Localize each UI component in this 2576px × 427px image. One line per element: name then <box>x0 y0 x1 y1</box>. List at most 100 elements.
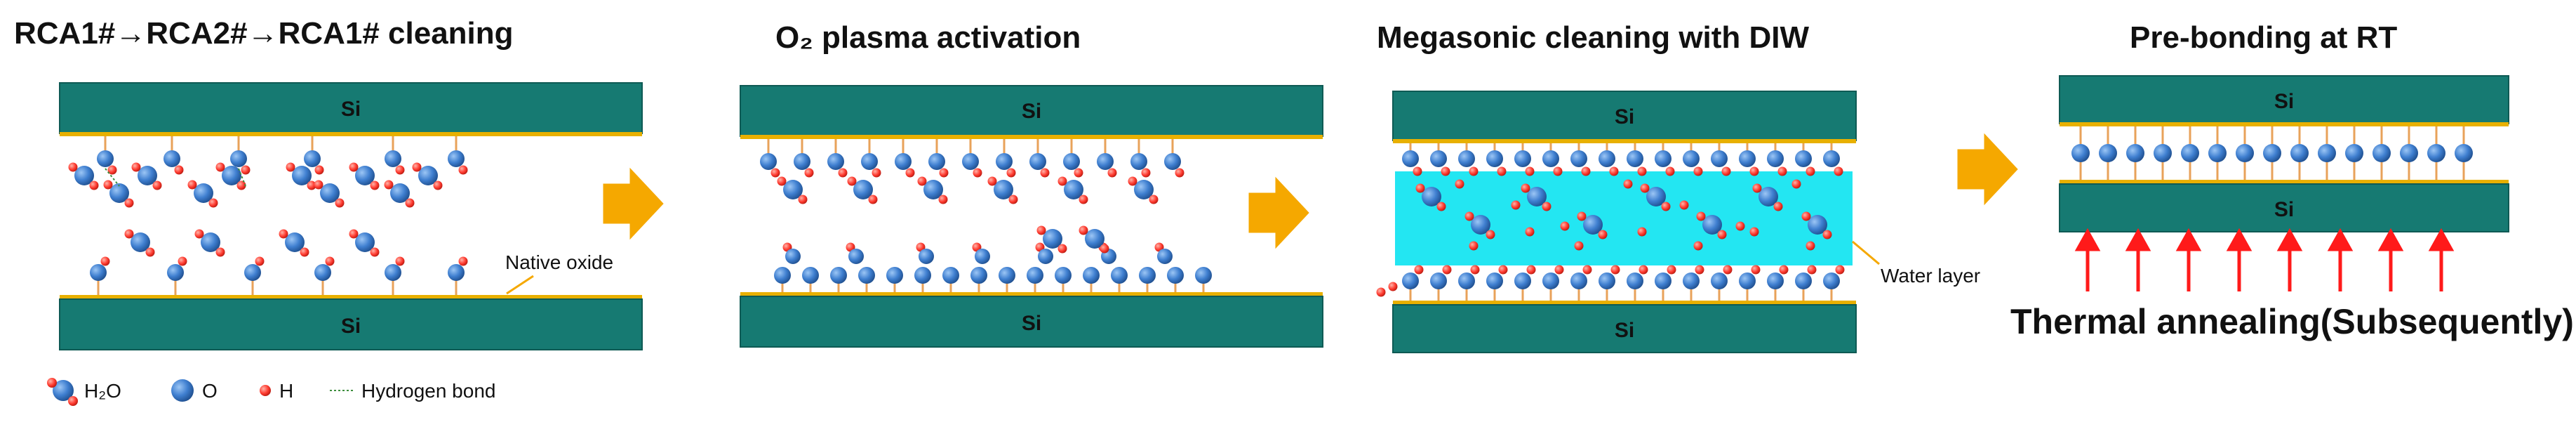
oxygen-atom <box>1823 150 1840 167</box>
oxygen-atom <box>355 166 375 185</box>
hydrogen-atom <box>1679 200 1689 210</box>
hydrogen-atom <box>1079 225 1088 235</box>
oxygen-atom <box>1542 150 1559 167</box>
oxygen-atom <box>1055 267 1072 284</box>
hydrogen-atom <box>208 198 218 208</box>
hydrogen-atom <box>1574 241 1584 251</box>
hydrogen-atom <box>1525 227 1535 237</box>
hydrogen-atom <box>798 195 808 204</box>
hydrogen-atom <box>838 168 848 178</box>
hydrogen-atom <box>905 168 915 178</box>
step-title-o2-plasma: O₂ plasma activation <box>775 20 1081 55</box>
si-label: Si <box>1615 319 1634 342</box>
hydrogen-atom <box>458 165 468 175</box>
oxygen-atom <box>2236 144 2254 162</box>
si-label: Si <box>2274 90 2294 113</box>
hydrogen-atom <box>1749 227 1759 237</box>
oxygen-atom <box>1711 272 1728 289</box>
hydrogen-atom <box>236 180 246 190</box>
hydrogen-atom <box>1441 166 1450 176</box>
hydrogen-atom <box>1717 230 1727 239</box>
hydrogen-atom <box>777 176 787 186</box>
oxygen-atom <box>355 232 375 252</box>
hydrogen-atom <box>1693 166 1703 176</box>
oxygen-atom <box>244 264 261 281</box>
oxygen-atom <box>994 180 1013 199</box>
oxygen-atom <box>1157 249 1173 264</box>
oxygen-atom <box>1486 272 1503 289</box>
legend-h-label: H <box>279 380 293 402</box>
process-arrow-1 <box>603 167 664 240</box>
hydrogen-atom <box>145 247 155 257</box>
hydrogen-atom <box>124 229 134 239</box>
hydrogen-atom <box>1486 230 1495 239</box>
oxygen-atom <box>418 166 438 185</box>
hydrogen-atom <box>1464 211 1474 221</box>
hydrogen-bond <box>105 168 120 187</box>
hydrogen-atom <box>174 165 184 175</box>
oxygen-atom <box>2154 144 2172 162</box>
oxygen-atom <box>1064 180 1083 199</box>
hydrogen-atom <box>1470 265 1480 275</box>
oxygen-atom <box>942 267 959 284</box>
hydrogen-atom <box>1640 183 1650 193</box>
oxygen-atom <box>1759 187 1778 206</box>
hydrogen-atom <box>131 162 141 172</box>
molecule-layer <box>68 126 2473 301</box>
oxygen-atom <box>1471 215 1490 235</box>
thermal-annealing-arrows <box>2074 228 2455 291</box>
oxygen-atom <box>320 183 340 203</box>
legend-h2o-label: H₂O <box>84 380 121 402</box>
oxygen-atom <box>1599 272 1615 289</box>
hydrogen-atom <box>770 168 780 178</box>
hydrogen-atom <box>1008 195 1018 204</box>
oxygen-atom <box>1043 229 1062 249</box>
oxygen-atom <box>109 183 129 203</box>
hydrogen-atom <box>987 176 997 186</box>
oxygen-atom <box>914 267 931 284</box>
hydrogen-atom <box>1835 265 1845 275</box>
hydrogen-atom <box>1806 241 1815 251</box>
hydrogen-atom <box>1806 166 1815 176</box>
oxygen-atom <box>1402 150 1419 167</box>
hydrogen-atom <box>433 180 443 190</box>
oxygen-atom <box>1430 150 1447 167</box>
oxygen-atom <box>285 232 305 252</box>
heat-arrow-head <box>2226 228 2253 251</box>
hydrogen-atom <box>1497 166 1507 176</box>
legend-o-label: O <box>202 380 218 402</box>
oxygen-atom <box>1134 180 1154 199</box>
oxygen-atom <box>201 232 220 252</box>
hydrogen-atom <box>847 176 857 186</box>
oxygen-atom <box>858 267 875 284</box>
oxygen-atom <box>2427 144 2445 162</box>
hydrogen-atom <box>1057 176 1067 186</box>
oxygen-atom <box>2373 144 2391 162</box>
heat-arrow-head <box>2327 228 2354 251</box>
hydrogen-atom <box>1667 265 1676 275</box>
hydrogen-atom <box>872 168 881 178</box>
oxygen-atom <box>774 267 791 284</box>
si-label: Si <box>1022 100 1041 123</box>
hydrogen-atom <box>1582 265 1592 275</box>
hydrogen-atom <box>1773 202 1783 211</box>
oxygen-atom <box>1083 267 1100 284</box>
si-wafer-bottom <box>2059 183 2509 232</box>
oxygen-atom <box>1195 267 1212 284</box>
oxygen-atom <box>2400 144 2418 162</box>
oxygen-atom <box>390 183 410 203</box>
native-oxide-pointer <box>506 275 534 295</box>
oxygen-atom <box>90 264 107 281</box>
legend-hydrogen-icon <box>260 385 271 396</box>
oxygen-atom <box>138 166 157 185</box>
hydrogen-atom <box>255 256 265 266</box>
step-title-prebonding: Pre-bonding at RT <box>2130 20 2397 55</box>
heat-arrow-head <box>2074 228 2101 251</box>
hydrogen-atom <box>370 247 380 257</box>
hydrogen-atom <box>1696 211 1706 221</box>
water-layer-pointer <box>1852 240 1880 265</box>
hydrogen-atom <box>314 165 324 175</box>
hydrogen-atom <box>804 168 814 178</box>
hydrogen-atom <box>1376 287 1386 297</box>
